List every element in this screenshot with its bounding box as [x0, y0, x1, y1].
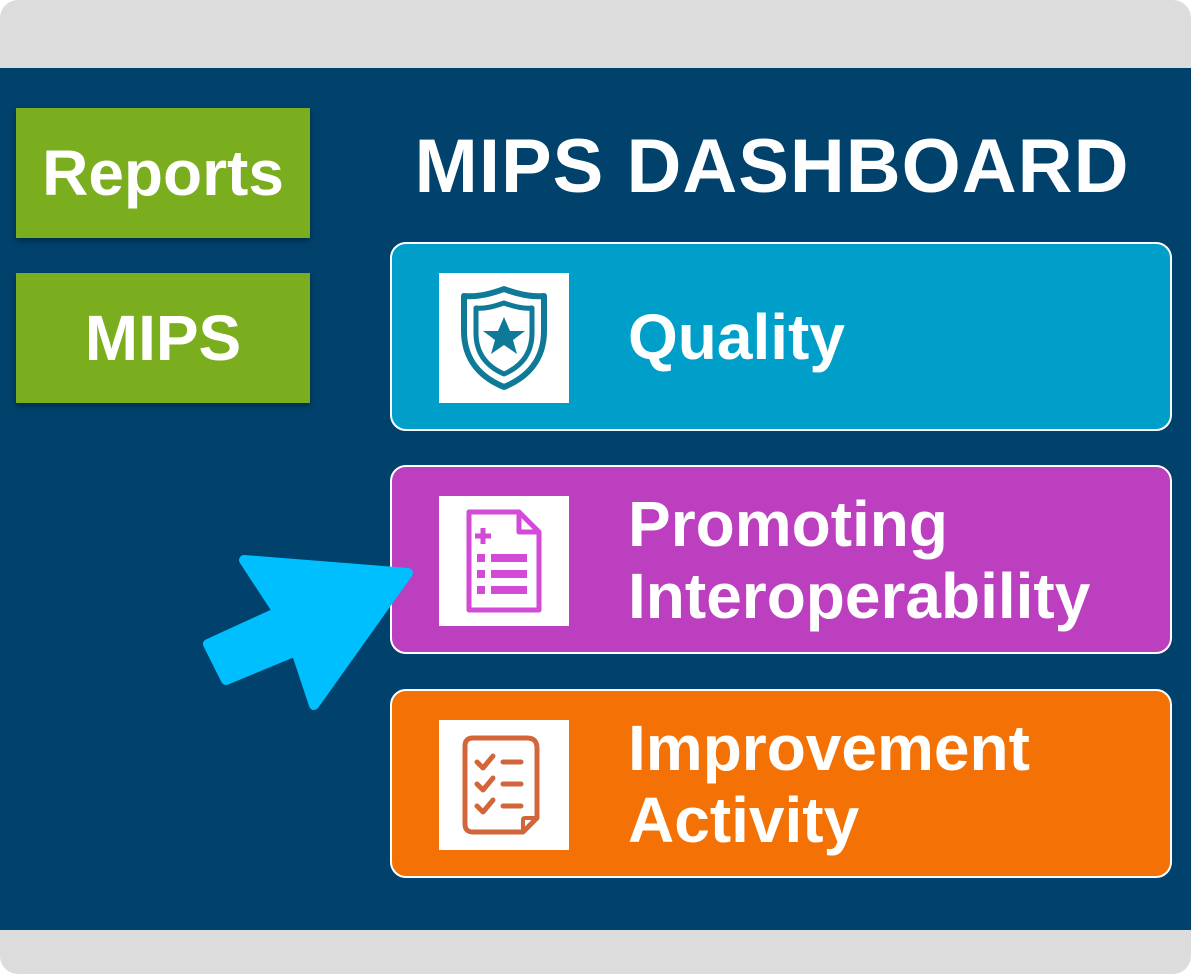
quality-card-label-line1: Quality	[628, 300, 845, 373]
shield-star-icon	[439, 273, 569, 403]
checklist-icon	[439, 720, 569, 850]
improvement-activity-label-line2: Activity	[628, 783, 860, 856]
improvement-activity-card-label: Improvement Activity	[628, 691, 1030, 876]
quality-card-label: Quality	[628, 244, 845, 429]
dashboard-panel: Reports MIPS MIPS DASHBOARD Quality	[0, 68, 1191, 930]
reports-button-label: Reports	[42, 137, 284, 209]
reports-button[interactable]: Reports	[16, 108, 310, 238]
promoting-interoperability-label-line1: Promoting	[628, 487, 948, 560]
promoting-interoperability-card[interactable]: Promoting Interoperability	[390, 465, 1172, 654]
quality-card[interactable]: Quality	[390, 242, 1172, 431]
promoting-interoperability-card-label: Promoting Interoperability	[628, 467, 1090, 652]
medical-document-icon	[439, 496, 569, 626]
improvement-activity-card[interactable]: Improvement Activity	[390, 689, 1172, 878]
page-title: MIPS DASHBOARD	[414, 124, 1130, 209]
improvement-activity-label-line1: Improvement	[628, 711, 1030, 784]
mips-button[interactable]: MIPS	[16, 273, 310, 403]
mips-button-label: MIPS	[84, 302, 242, 374]
promoting-interoperability-label-line2: Interoperability	[628, 559, 1091, 632]
